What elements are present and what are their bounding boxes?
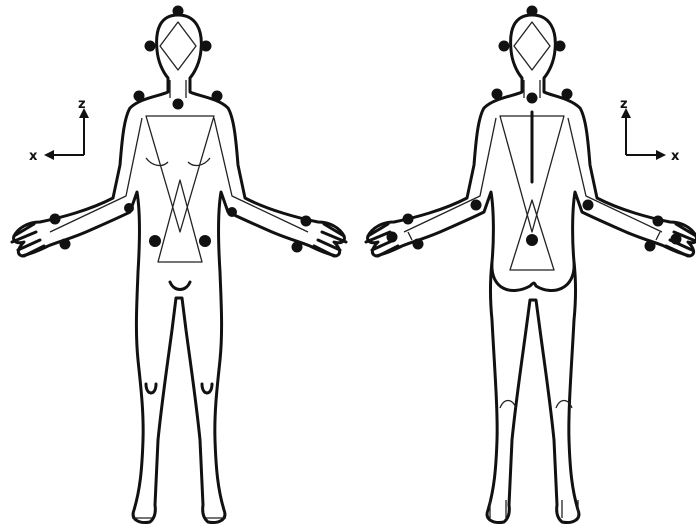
back-marker-sacrum — [526, 234, 538, 246]
front-body-outline — [14, 15, 345, 523]
back-marker-c7 — [527, 93, 538, 104]
back-marker-left-shoulder — [492, 89, 503, 100]
front-marker-head-left — [145, 41, 156, 52]
back-marker-left-elbow — [471, 200, 482, 211]
back-left-heel — [490, 500, 506, 518]
back-left-wrist-tick — [408, 232, 412, 240]
front-marker-right-wrist-top — [301, 216, 312, 227]
back-marker-head-right — [555, 41, 566, 52]
front-left-arm-segment — [50, 118, 142, 232]
back-marker-left-wrist-bottom — [413, 239, 424, 250]
back-marker-right-shoulder — [562, 89, 573, 100]
front-groin — [170, 282, 190, 290]
front-marker-left-hip — [149, 235, 161, 247]
back-marker-left-wrist-top — [403, 214, 414, 225]
back-axes: z x — [620, 97, 680, 164]
front-z-label: z — [78, 97, 86, 112]
back-right-wrist-tick — [656, 232, 660, 240]
back-figure — [366, 6, 696, 523]
back-marker-right-elbow — [583, 200, 594, 211]
back-head-diamond — [514, 22, 550, 70]
back-x-arrowhead — [656, 150, 666, 160]
front-marker-sternum — [173, 99, 184, 110]
back-buttocks — [492, 262, 574, 291]
back-marker-head-top — [527, 6, 538, 17]
front-marker-right-elbow — [227, 207, 237, 217]
front-neck — [170, 80, 186, 98]
front-marker-right-hip — [199, 235, 211, 247]
front-upper-triangle — [146, 116, 214, 232]
front-marker-left-wrist-bottom — [60, 239, 71, 250]
back-z-label: z — [620, 97, 628, 112]
back-x-label: x — [671, 149, 680, 164]
front-marker-right-wrist-bottom — [292, 242, 303, 253]
back-marker-left-hand — [387, 232, 398, 243]
front-x-label: x — [29, 149, 38, 164]
front-marker-left-elbow — [124, 203, 134, 213]
front-x-arrowhead — [44, 150, 54, 160]
front-marker-head-top — [173, 6, 184, 17]
front-marker-left-wrist-top — [50, 214, 61, 225]
back-marker-right-hand — [671, 234, 682, 245]
back-marker-head-left — [499, 41, 510, 52]
front-figure — [12, 6, 346, 523]
back-body-outline — [368, 15, 696, 523]
back-marker-right-wrist-top — [653, 216, 664, 227]
back-left-arm-segment — [404, 118, 496, 232]
front-left-knee — [146, 384, 156, 393]
front-marker-right-shoulder — [212, 91, 223, 102]
back-left-knee — [500, 401, 516, 409]
front-marker-left-shoulder — [134, 91, 145, 102]
front-axes: z x — [29, 97, 89, 164]
front-head-diamond — [160, 22, 196, 70]
front-right-knee — [202, 384, 212, 393]
back-marker-right-wrist-bottom — [645, 241, 656, 252]
front-lower-triangle — [158, 180, 202, 262]
front-marker-head-right — [201, 41, 212, 52]
back-right-arm-segment — [568, 118, 662, 232]
